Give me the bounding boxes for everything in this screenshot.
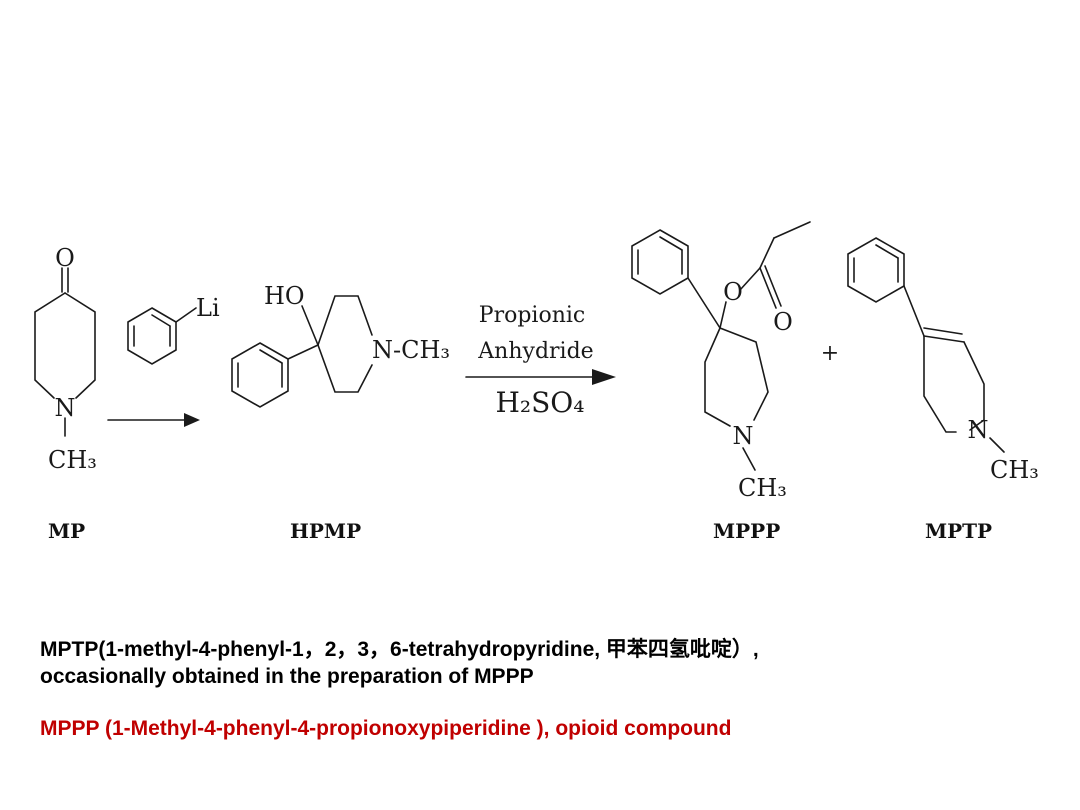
compound-label-mppp: MPPP	[713, 519, 780, 543]
reaction-scheme: O N CH₃ Li HO N-CH₃ Propionic Anhydride …	[34, 221, 1039, 543]
reagent-acid: H₂SO₄	[495, 386, 584, 419]
hpmp-structure	[231, 295, 373, 408]
mp-nitrogen-label: N	[55, 394, 76, 422]
mppp-ester-oxygen-label: O	[723, 278, 743, 306]
mptp-methyl-label: CH₃	[990, 456, 1039, 484]
reagent-anhydride: Anhydride	[477, 339, 593, 364]
mppp-structure	[631, 221, 811, 471]
mp-methyl-label: CH₃	[48, 446, 97, 474]
mp-structure	[34, 267, 96, 437]
mptp-caption-line-2: occasionally obtained in the preparation…	[40, 665, 534, 688]
plus-sign: +	[821, 341, 839, 366]
mptp-structure	[847, 237, 1005, 453]
hpmp-n-methyl-label: N-CH₃	[372, 336, 450, 364]
compound-label-hpmp: HPMP	[290, 519, 361, 543]
mppp-carbonyl-oxygen-label: O	[773, 308, 793, 336]
mptp-caption: MPTP(1-methyl-4-phenyl-1，2，3，6-tetrahydr…	[40, 636, 759, 690]
mppp-methyl-label: CH₃	[738, 474, 787, 502]
reagent-propionic: Propionic	[479, 303, 585, 328]
phenyllithium-structure	[127, 307, 197, 365]
mptp-nitrogen-label: N	[968, 416, 989, 444]
compound-label-mp: MP	[48, 519, 85, 543]
arrow-1-head	[184, 413, 200, 427]
compound-label-mptp: MPTP	[925, 519, 992, 543]
mptp-caption-line-1: MPTP(1-methyl-4-phenyl-1，2，3，6-tetrahydr…	[40, 638, 759, 661]
hpmp-hydroxyl-label: HO	[264, 282, 305, 310]
mppp-nitrogen-label: N	[733, 422, 754, 450]
lithium-label: Li	[196, 294, 220, 322]
arrow-2-head	[592, 369, 616, 385]
mppp-caption: MPPP (1-Methyl-4-phenyl-4-propionoxypipe…	[40, 717, 732, 740]
mp-oxygen-label: O	[55, 244, 75, 272]
